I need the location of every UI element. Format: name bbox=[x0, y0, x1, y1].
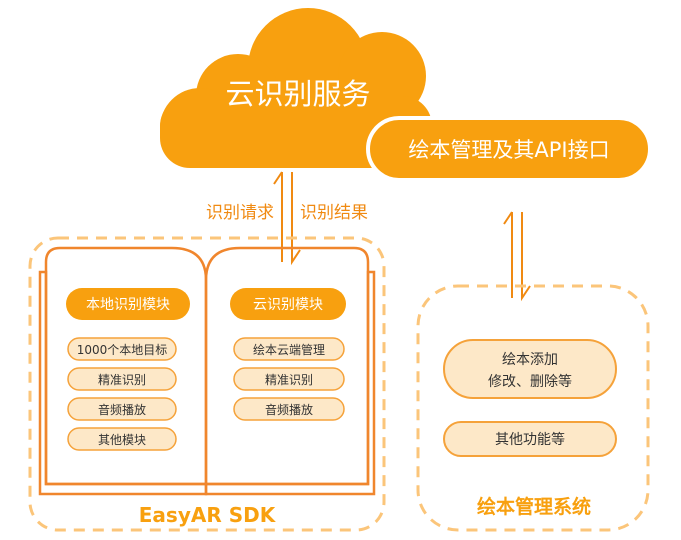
management-system-container bbox=[416, 284, 650, 532]
local-module-header-pill bbox=[66, 288, 190, 320]
svg-text:其他功能等: 其他功能等 bbox=[495, 431, 565, 448]
result-label: 识别结果 bbox=[300, 203, 368, 223]
svg-text:绘本云端管理: 绘本云端管理 bbox=[253, 342, 325, 357]
easyar-sdk-container bbox=[28, 236, 386, 532]
cloud-module-header: 云识别模块 bbox=[253, 297, 323, 313]
cloud-module-header-pill bbox=[230, 288, 346, 320]
api-interface-bar bbox=[366, 116, 652, 182]
svg-text:音频播放: 音频播放 bbox=[98, 402, 146, 417]
svg-text:精准识别: 精准识别 bbox=[265, 373, 313, 387]
management-box1-line1: 绘本添加 bbox=[502, 352, 558, 368]
local-module-item-3: 音频播放 bbox=[67, 397, 177, 421]
svg-text:音频播放: 音频播放 bbox=[265, 402, 313, 417]
sdk-book-shape bbox=[38, 246, 376, 496]
local-module-header: 本地识别模块 bbox=[86, 297, 170, 313]
cloud-service-title: 云识别服务 bbox=[225, 77, 370, 111]
management-box-add-edit: 绘本添加 修改、删除等 bbox=[443, 339, 617, 399]
local-module-item-1: 1000个本地目标 bbox=[67, 337, 177, 361]
local-module-item-4: 其他模块 bbox=[67, 427, 177, 451]
management-box-other-functions: 其他功能等 bbox=[443, 421, 617, 457]
local-module-item-2: 精准识别 bbox=[67, 367, 177, 391]
svg-text:精准识别: 精准识别 bbox=[98, 373, 146, 387]
api-management-arrows bbox=[503, 211, 531, 302]
management-box1-line2: 修改、删除等 bbox=[488, 373, 572, 390]
management-system-title: 绘本管理系统 bbox=[477, 495, 591, 518]
cloud-module-item-2: 精准识别 bbox=[233, 367, 345, 391]
request-label: 识别请求 bbox=[206, 203, 274, 223]
svg-text:其他模块: 其他模块 bbox=[98, 433, 146, 447]
cloud-module-item-3: 音频播放 bbox=[233, 397, 345, 421]
svg-text:1000个本地目标: 1000个本地目标 bbox=[77, 343, 168, 357]
easyar-sdk-title: EasyAR SDK bbox=[139, 503, 277, 527]
cloud-service-shape bbox=[160, 8, 432, 168]
cloud-module-item-1: 绘本云端管理 bbox=[233, 337, 345, 361]
api-interface-label: 绘本管理及其API接口 bbox=[408, 138, 609, 162]
